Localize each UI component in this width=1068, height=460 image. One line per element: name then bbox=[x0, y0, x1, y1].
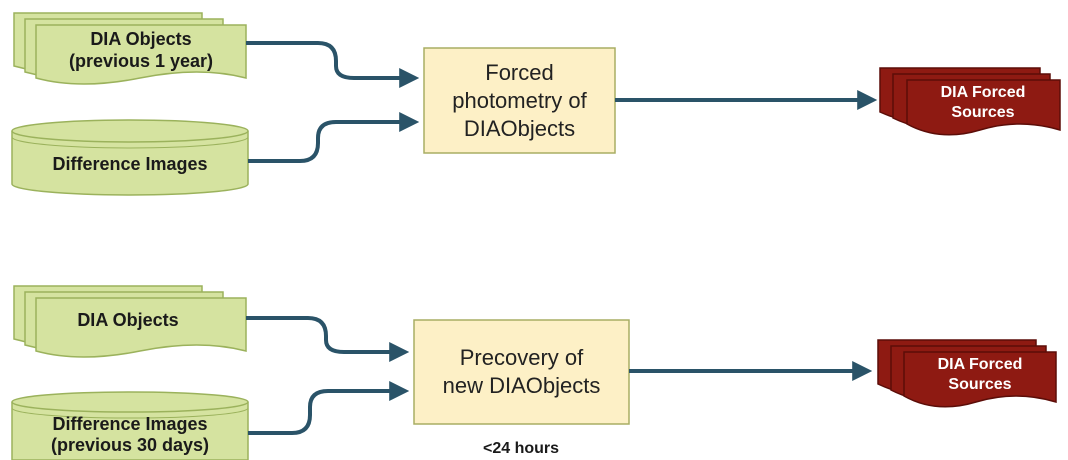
row1-process-box: Forced photometry of DIAObjects bbox=[423, 47, 616, 154]
row2-process-label-line2: new DIAObjects bbox=[443, 373, 601, 398]
row1-images-to-process-arrow bbox=[248, 112, 420, 163]
row2-output-label-line2: Sources bbox=[948, 376, 1011, 393]
row2-images-label-line2: (previous 30 days) bbox=[51, 435, 209, 455]
row2-process-box: Precovery of new DIAObjects bbox=[413, 319, 630, 425]
row1-process-label-line3: DIAObjects bbox=[464, 116, 575, 141]
row2-process-label-line1: Precovery of bbox=[460, 345, 584, 370]
row2-output-doc-stack: DIA Forced Sources bbox=[877, 339, 1057, 408]
row2-objects-label: DIA Objects bbox=[77, 310, 178, 330]
row2-images-to-process-arrow bbox=[248, 381, 410, 435]
row1-objects-to-process-arrow bbox=[246, 41, 420, 88]
row2-latency-note: <24 hours bbox=[483, 440, 559, 457]
row2-output-label-line1: DIA Forced bbox=[938, 356, 1023, 373]
row1-output-label-line1: DIA Forced bbox=[941, 84, 1026, 101]
row1-images-label: Difference Images bbox=[52, 154, 207, 174]
row1-objects-label-line1: DIA Objects bbox=[90, 29, 191, 49]
row1-output-label-line2: Sources bbox=[951, 104, 1014, 121]
row1-objects-doc-stack: DIA Objects (previous 1 year) bbox=[13, 12, 247, 85]
row1-process-label-line1: Forced bbox=[485, 60, 553, 85]
row2-images-cylinder: Difference Images (previous 30 days) bbox=[11, 391, 249, 460]
row2-objects-to-process-arrow bbox=[246, 316, 410, 362]
row2-objects-doc-stack: DIA Objects bbox=[13, 285, 247, 358]
row1-process-label-line2: photometry of bbox=[452, 88, 587, 113]
row1-objects-label-line2: (previous 1 year) bbox=[69, 51, 213, 71]
row1-output-doc-stack: DIA Forced Sources bbox=[879, 67, 1061, 136]
row1-images-cylinder: Difference Images bbox=[11, 119, 249, 196]
row2-images-label-line1: Difference Images bbox=[52, 414, 207, 434]
